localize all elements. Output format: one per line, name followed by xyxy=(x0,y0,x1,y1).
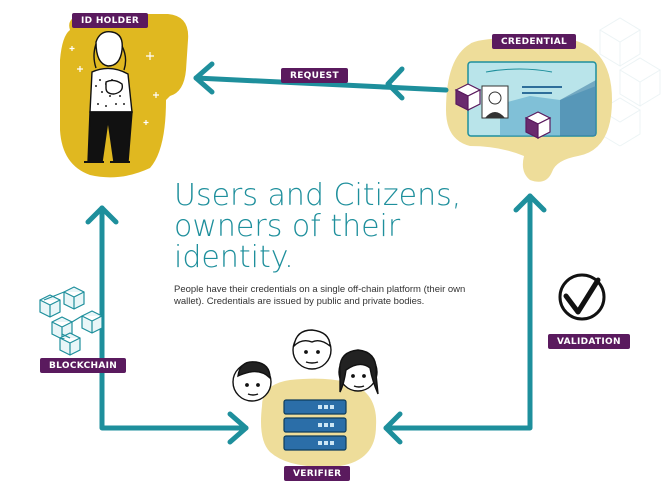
verifier-label: VERIFIER xyxy=(284,466,351,481)
description-text: People have their credentials on a singl… xyxy=(174,284,466,307)
background-cubes-decoration xyxy=(599,17,661,147)
sparkle-decoration xyxy=(69,46,159,125)
headline-line-2: owners of their xyxy=(174,209,401,244)
credential-label: CREDENTIAL xyxy=(492,34,577,49)
arrow-head-blockchain xyxy=(85,205,119,225)
headline-line-3: identity. xyxy=(174,240,294,275)
arrow-head-holder xyxy=(193,61,215,95)
validation-check-icon xyxy=(558,273,606,321)
arrow-verifier-to-credential xyxy=(383,193,533,431)
arrow-head-verifier-right xyxy=(383,411,403,445)
verifier-server-illustration xyxy=(283,399,347,451)
arrow-head-request xyxy=(385,66,405,101)
id-holder-person-illustration xyxy=(84,31,133,163)
headline: Users and Citizens, owners of their iden… xyxy=(174,180,474,273)
blockchain-cubes-illustration xyxy=(39,286,103,356)
arrow-head-verifier-left xyxy=(227,411,249,445)
verifier-people-illustration xyxy=(232,329,379,402)
credential-cubes-decoration xyxy=(454,83,552,139)
cycle-arrows xyxy=(85,61,547,445)
arrow-credential-to-holder xyxy=(193,75,449,93)
blockchain-label: BLOCKCHAIN xyxy=(40,358,127,373)
validation-label: VALIDATION xyxy=(548,334,630,349)
arrow-blockchain-to-holder xyxy=(99,205,249,431)
arrow-head-credential xyxy=(513,193,547,213)
headline-line-1: Users and Citizens, xyxy=(174,178,462,213)
credential-card-illustration xyxy=(467,61,597,137)
request-label: REQUEST xyxy=(281,68,348,83)
id-holder-label: ID HOLDER xyxy=(72,13,149,28)
